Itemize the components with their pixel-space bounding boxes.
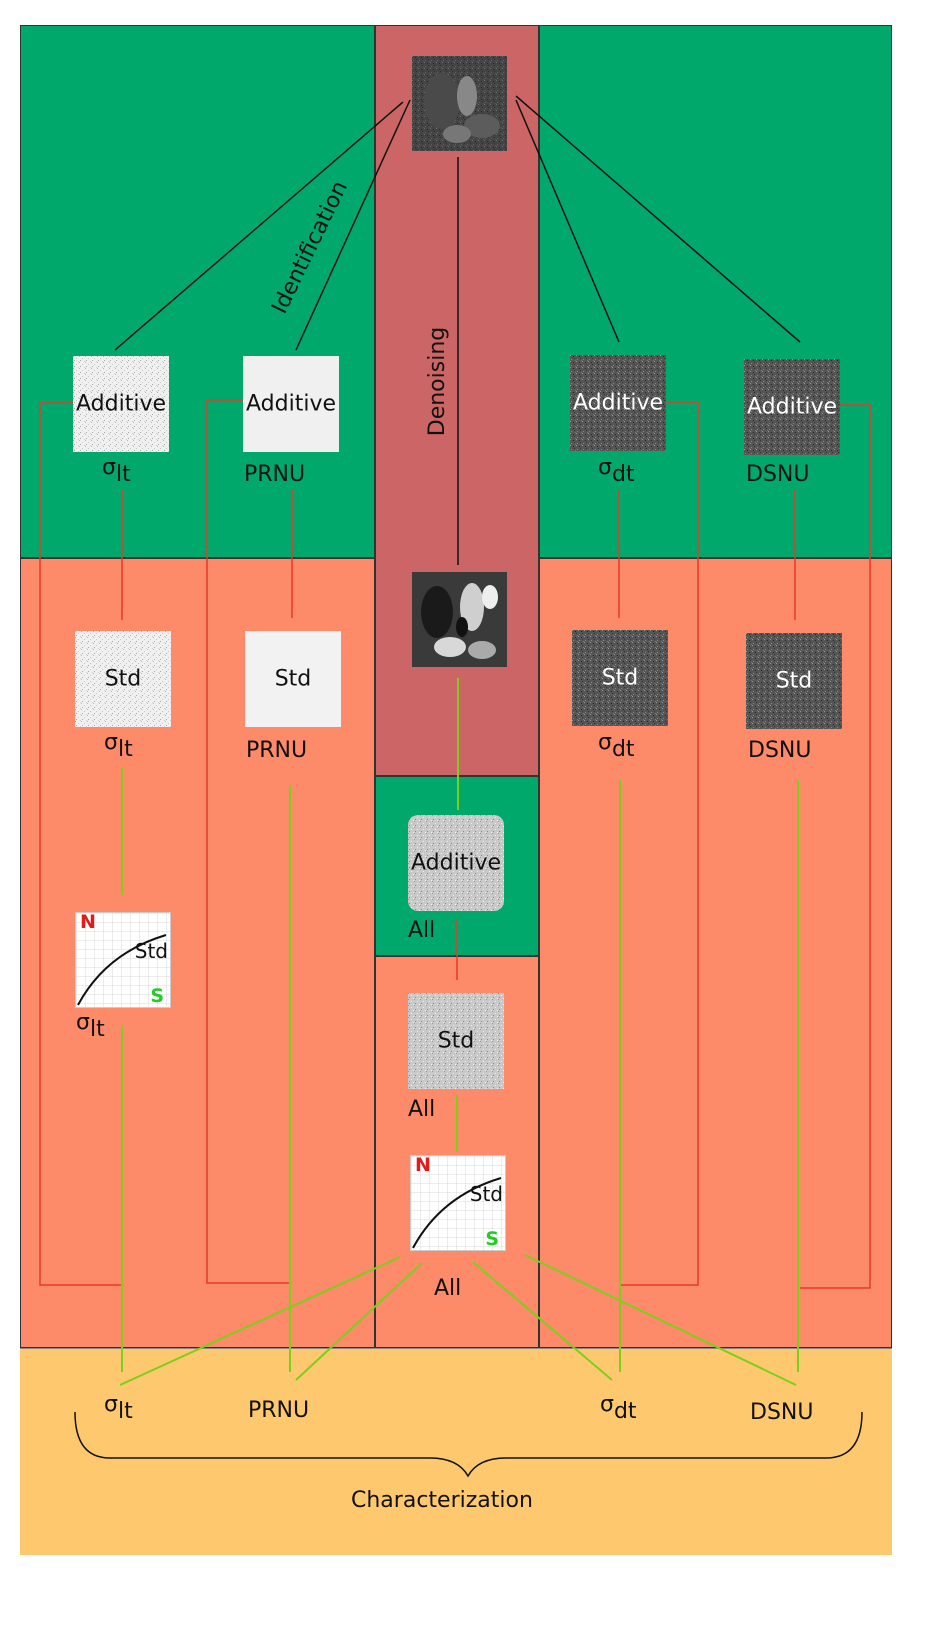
dsnu-label: DSNU: [750, 1400, 814, 1425]
sigma-lt-label: σlt: [104, 1392, 133, 1424]
subscript-lt: lt: [117, 1399, 133, 1424]
additive-tile-prnu: Additive: [243, 356, 339, 452]
noise-curve-graph-all: N Std S: [410, 1154, 506, 1251]
additive-label: Additive: [747, 394, 837, 420]
sigma-symbol: σ: [600, 1392, 614, 1417]
link-image-to-sigma-lt: [114, 101, 404, 351]
sigma-symbol: σ: [76, 1010, 90, 1035]
sigma-lt-label: σlt: [76, 1010, 105, 1042]
std-tile-all: Std: [408, 993, 504, 1089]
link-image-to-sigma-dt: [515, 99, 620, 343]
all-label: All: [434, 1276, 462, 1301]
std-tile-prnu: Std: [245, 631, 341, 727]
green-all-to-sigma-dt: [472, 1261, 613, 1381]
additive-label: Additive: [246, 391, 336, 417]
prnu-label: PRNU: [244, 462, 306, 487]
std-label: Std: [601, 665, 639, 691]
link-image-to-prnu: [295, 99, 411, 351]
sigma-dt-label: σdt: [598, 730, 635, 762]
std-label: Std: [104, 666, 142, 692]
subscript-dt: dt: [611, 462, 635, 487]
std-curve-label: Std: [469, 1182, 503, 1206]
sigma-lt-label: σlt: [102, 455, 131, 487]
green-all-to-prnu: [295, 1262, 423, 1381]
noise-axis-label: N: [415, 1154, 431, 1176]
red-loop-dsnu: [800, 404, 871, 1289]
additive-tile-dsnu: Additive: [744, 359, 840, 455]
characterization-label: Characterization: [351, 1488, 533, 1513]
additive-label: Additive: [76, 391, 166, 417]
identification-region-left: [20, 25, 375, 558]
sigma-lt-label: σlt: [104, 730, 133, 762]
noise-curve-graph-sigma-lt: N Std S: [75, 911, 171, 1008]
denoising-label: Denoising: [425, 326, 451, 437]
std-tile-dsnu: Std: [746, 633, 842, 729]
sigma-symbol: σ: [104, 1392, 118, 1417]
signal-axis-label: S: [150, 985, 164, 1007]
green-all-to-sigma-lt: [119, 1256, 401, 1386]
std-label: Std: [775, 668, 813, 694]
subscript-lt: lt: [117, 737, 133, 762]
noise-axis-label: N: [80, 911, 96, 933]
additive-tile-sigma-dt: Additive: [570, 355, 666, 451]
red-loop-prnu: [206, 399, 290, 1284]
all-label: All: [408, 1097, 436, 1122]
std-tile-sigma-lt: Std: [75, 631, 171, 727]
subscript-dt: dt: [611, 737, 635, 762]
characterization-brace: [74, 1411, 863, 1478]
green-all-to-dsnu: [524, 1254, 797, 1386]
characterization-region: [20, 1348, 892, 1555]
red-loop-sigma-dt: [620, 401, 699, 1286]
subscript-lt: lt: [89, 1017, 105, 1042]
sigma-symbol: σ: [104, 730, 118, 755]
sigma-dt-label: σdt: [598, 455, 635, 487]
std-label: Std: [274, 666, 312, 692]
dsnu-label: DSNU: [746, 462, 810, 487]
prnu-label: PRNU: [246, 738, 308, 763]
dsnu-label: DSNU: [748, 738, 812, 763]
subscript-lt: lt: [115, 462, 131, 487]
noisy-photo: [412, 56, 507, 151]
sigma-symbol: σ: [598, 730, 612, 755]
std-curve-label: Std: [134, 939, 168, 963]
prnu-label: PRNU: [248, 1398, 310, 1423]
sigma-symbol: σ: [598, 455, 612, 480]
sigma-symbol: σ: [102, 455, 116, 480]
denoised-photo: [412, 572, 507, 667]
std-label: Std: [437, 1028, 475, 1054]
red-loop-sigma-lt: [39, 402, 123, 1286]
additive-label: Additive: [573, 390, 663, 416]
all-label: All: [408, 918, 436, 943]
additive-tile-sigma-lt: Additive: [73, 356, 169, 452]
sigma-dt-label: σdt: [600, 1392, 637, 1424]
additive-label: Additive: [411, 850, 501, 876]
link-image-to-dsnu: [515, 95, 801, 343]
std-tile-sigma-dt: Std: [572, 630, 668, 726]
subscript-dt: dt: [613, 1399, 637, 1424]
additive-tile-all: Additive: [408, 815, 504, 911]
signal-axis-label: S: [485, 1228, 499, 1250]
